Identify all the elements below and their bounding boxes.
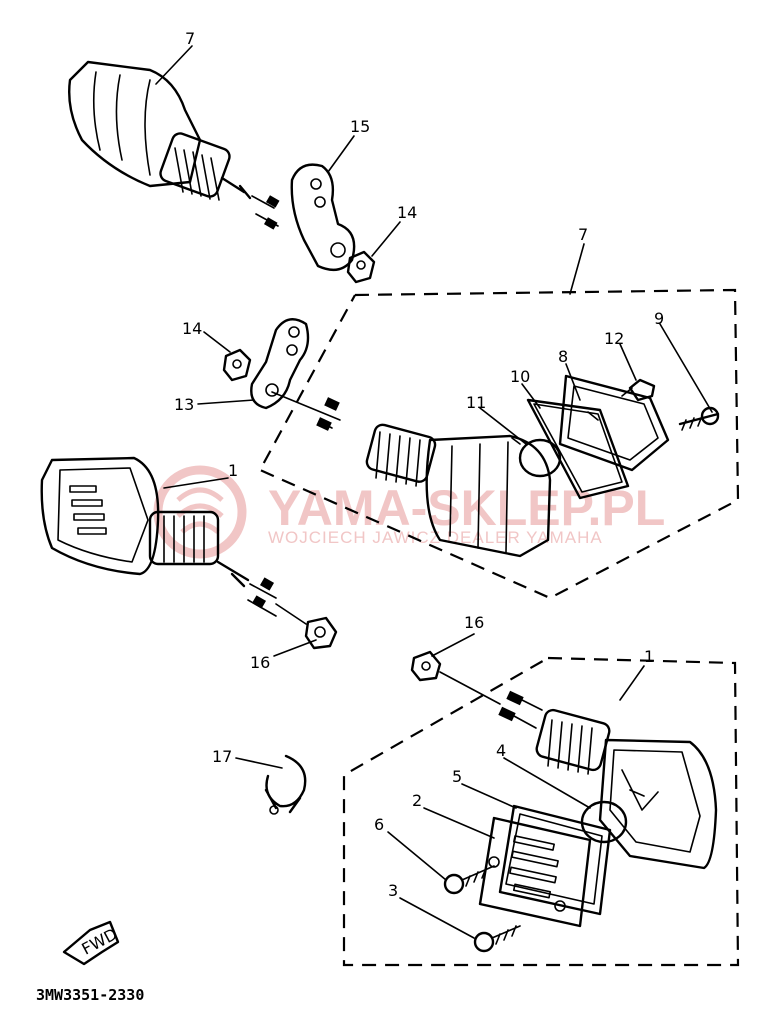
nut-16-right [410,650,501,705]
callout-8: 8 [558,347,568,366]
callout-1-lower-right: 1 [644,647,654,666]
callout-16-right: 16 [464,613,484,632]
watermark-title: YAMA-SKLEP.PL [268,480,665,536]
diagram-code: 3MW3351-2330 [36,986,144,1004]
group-box-lower-right [342,656,740,967]
callout-4: 4 [496,741,506,760]
callout-11: 11 [466,393,486,412]
bracket-15 [290,163,356,272]
nut-14-mid [222,348,252,382]
watermark: YAMA-SKLEP.PL WOJCIECH JAWICZ DEALER YAM… [153,465,665,559]
callout-2: 2 [412,791,422,810]
callout-15: 15 [350,117,370,136]
callout-13: 13 [174,395,194,414]
callout-3: 3 [388,881,398,900]
watermark-subtitle: WOJCIECH JAWICZ DEALER YAMAHA [268,528,603,547]
turn-signal-upper-left [68,60,280,230]
callout-10: 10 [510,367,530,386]
group-box-upper-right [258,288,740,600]
leader-lines [155,45,713,939]
nut-16-left [275,603,338,650]
lens-2 [478,816,592,928]
turn-signal-lower-right [498,690,718,870]
screw-6 [443,865,495,895]
gasket-5 [498,804,612,916]
callout-5: 5 [452,767,462,786]
turn-signal-left [40,456,277,617]
clip-17 [264,754,307,815]
callout-9: 9 [654,309,664,328]
callout-14-mid: 14 [182,319,202,338]
callout-16-left: 16 [250,653,270,672]
screw-3 [473,925,521,953]
fwd-arrow: FWD [62,920,120,966]
callout-6: 6 [374,815,384,834]
callout-1-left: 1 [228,461,238,480]
callout-14-upper: 14 [397,203,417,222]
callout-numbers: 7 15 14 7 14 13 12 9 8 10 11 1 16 16 1 1… [174,29,664,900]
callout-7-top: 7 [185,29,195,48]
nut-14-upper [346,250,376,284]
callout-12: 12 [604,329,624,348]
turn-signal-upper-right [271,374,720,558]
callout-17: 17 [212,747,232,766]
callout-7-right: 7 [578,225,588,244]
